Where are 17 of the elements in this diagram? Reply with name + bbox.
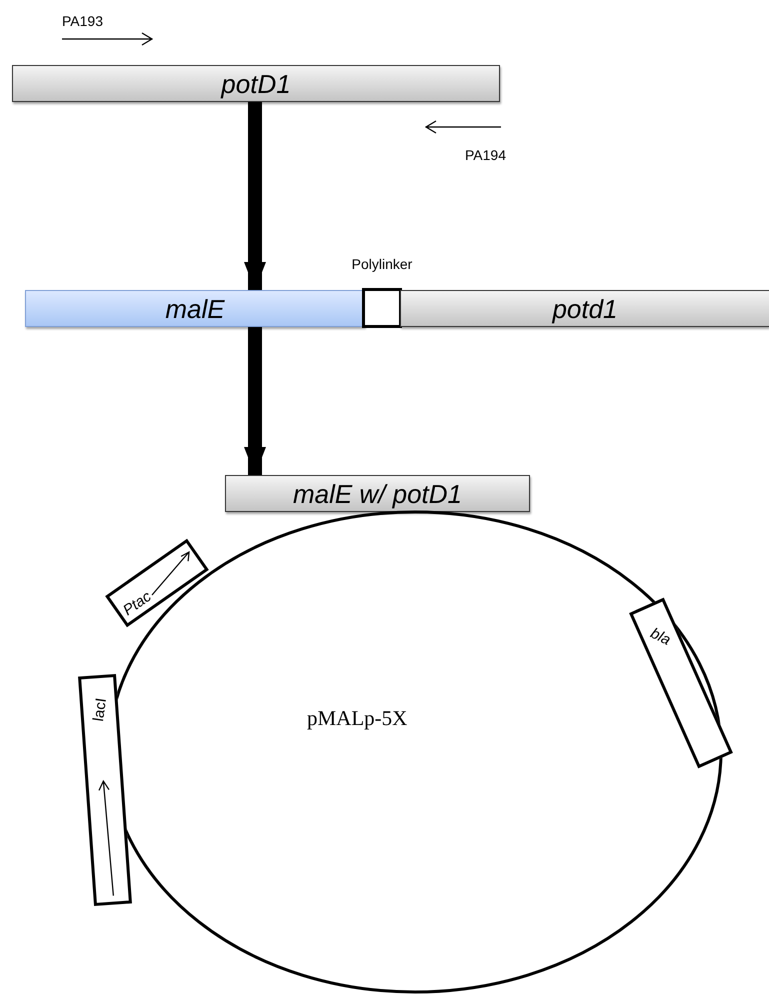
- gene-bar: [400, 290, 769, 327]
- process-arrow: [244, 327, 266, 475]
- process-arrow: [244, 102, 266, 290]
- gene-label: potD1: [221, 70, 291, 96]
- gene-label: lacI: [91, 697, 110, 722]
- gene-bar: [12, 65, 500, 102]
- primer-label: PA193: [62, 14, 103, 28]
- gene-label: malE w/ potD1: [292, 480, 462, 506]
- gene-bar: [25, 290, 365, 327]
- gene-bar: [225, 475, 530, 512]
- gene-label: malE: [165, 296, 225, 322]
- gene-label: bla: [648, 626, 673, 648]
- gene-label: Ptac: [120, 588, 154, 618]
- gene-label: potd1: [552, 296, 618, 322]
- plasmid-name: pMALp-5X: [307, 705, 408, 732]
- primer-label: PA194: [465, 148, 506, 162]
- site-label: Polylinker: [352, 257, 412, 271]
